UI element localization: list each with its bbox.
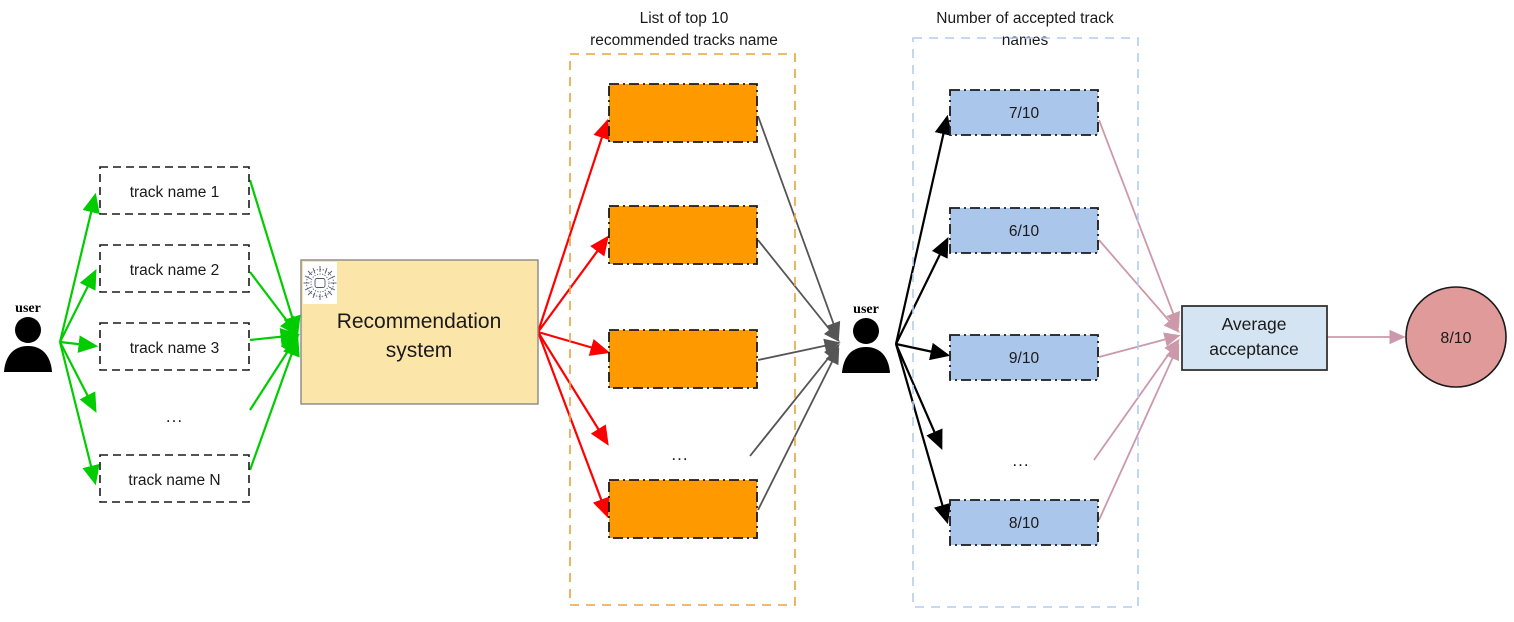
arrows-recommended-to-user bbox=[749, 115, 841, 511]
accepted-counts-ellipsis: ... bbox=[1012, 451, 1029, 470]
average-acceptance-label-line2: acceptance bbox=[1209, 339, 1299, 359]
track-input-label: track name 3 bbox=[130, 340, 220, 357]
recommended-track-box-1[interactable] bbox=[608, 83, 758, 143]
person-icon bbox=[4, 317, 52, 372]
accepted-count-box-1[interactable]: 7/10 bbox=[949, 89, 1099, 136]
recommended-tracks-caption-line2: recommended tracks name bbox=[590, 32, 778, 49]
track-input-boxes: track name 1 track name 2 track name 3 .… bbox=[99, 166, 250, 503]
accepted-count-box-3[interactable]: 9/10 bbox=[949, 334, 1099, 381]
accepted-count-box-2[interactable]: 6/10 bbox=[949, 207, 1099, 254]
track-input-box-2[interactable]: track name 2 bbox=[99, 244, 250, 293]
track-input-ellipsis: ... bbox=[166, 407, 183, 426]
accepted-counts-caption-line2: names bbox=[1002, 32, 1049, 49]
average-acceptance-node[interactable]: Average acceptance bbox=[1181, 305, 1328, 371]
track-input-label: track name 2 bbox=[130, 262, 220, 279]
arrows-user-to-accepted bbox=[894, 114, 952, 525]
recommended-tracks-group: List of top 10 recommended tracks name .… bbox=[569, 10, 796, 606]
middle-user-group: user bbox=[842, 302, 890, 373]
left-user-label: user bbox=[15, 301, 41, 316]
accepted-count-label: 9/10 bbox=[1009, 350, 1040, 367]
track-input-box-3[interactable]: track name 3 bbox=[99, 322, 250, 371]
arrows-recsys-to-recommended bbox=[536, 118, 611, 519]
recommended-track-box-3[interactable] bbox=[608, 329, 758, 389]
recommendation-system-label-line2: system bbox=[386, 339, 453, 362]
result-circle-node[interactable]: 8/10 bbox=[1405, 286, 1507, 388]
recommended-tracks-container bbox=[569, 53, 796, 606]
recommended-tracks-caption-line1: List of top 10 bbox=[640, 10, 729, 27]
accepted-count-label: 7/10 bbox=[1009, 105, 1040, 122]
accepted-count-label: 8/10 bbox=[1009, 515, 1040, 532]
middle-user-label: user bbox=[853, 302, 879, 317]
recommended-track-box-2[interactable] bbox=[608, 205, 758, 265]
recommendation-system-node[interactable]: Recommendation system bbox=[300, 259, 539, 405]
accepted-count-label: 6/10 bbox=[1009, 223, 1040, 240]
average-acceptance-label-line1: Average bbox=[1222, 314, 1287, 334]
track-input-label: track name N bbox=[128, 472, 220, 489]
neural-network-icon bbox=[303, 262, 337, 304]
accepted-count-box-n[interactable]: 8/10 bbox=[949, 499, 1099, 546]
recommended-tracks-ellipsis: ... bbox=[671, 445, 688, 464]
person-icon bbox=[842, 318, 890, 373]
accepted-counts-container bbox=[912, 37, 1139, 608]
track-input-label: track name 1 bbox=[130, 184, 220, 201]
track-input-box-n[interactable]: track name N bbox=[99, 454, 250, 503]
arrows-user-to-tracks bbox=[58, 192, 100, 486]
result-label: 8/10 bbox=[1440, 330, 1471, 347]
left-user-group: user bbox=[4, 301, 52, 372]
accepted-counts-caption-line1: Number of accepted track bbox=[936, 10, 1114, 27]
recommendation-system-label-line1: Recommendation bbox=[337, 310, 502, 333]
arrows-tracks-to-recsys bbox=[248, 179, 301, 471]
accepted-counts-group: Number of accepted track names 7/10 6/10… bbox=[912, 10, 1139, 608]
recommended-track-box-n[interactable] bbox=[608, 479, 758, 539]
track-input-box-1[interactable]: track name 1 bbox=[99, 166, 250, 215]
